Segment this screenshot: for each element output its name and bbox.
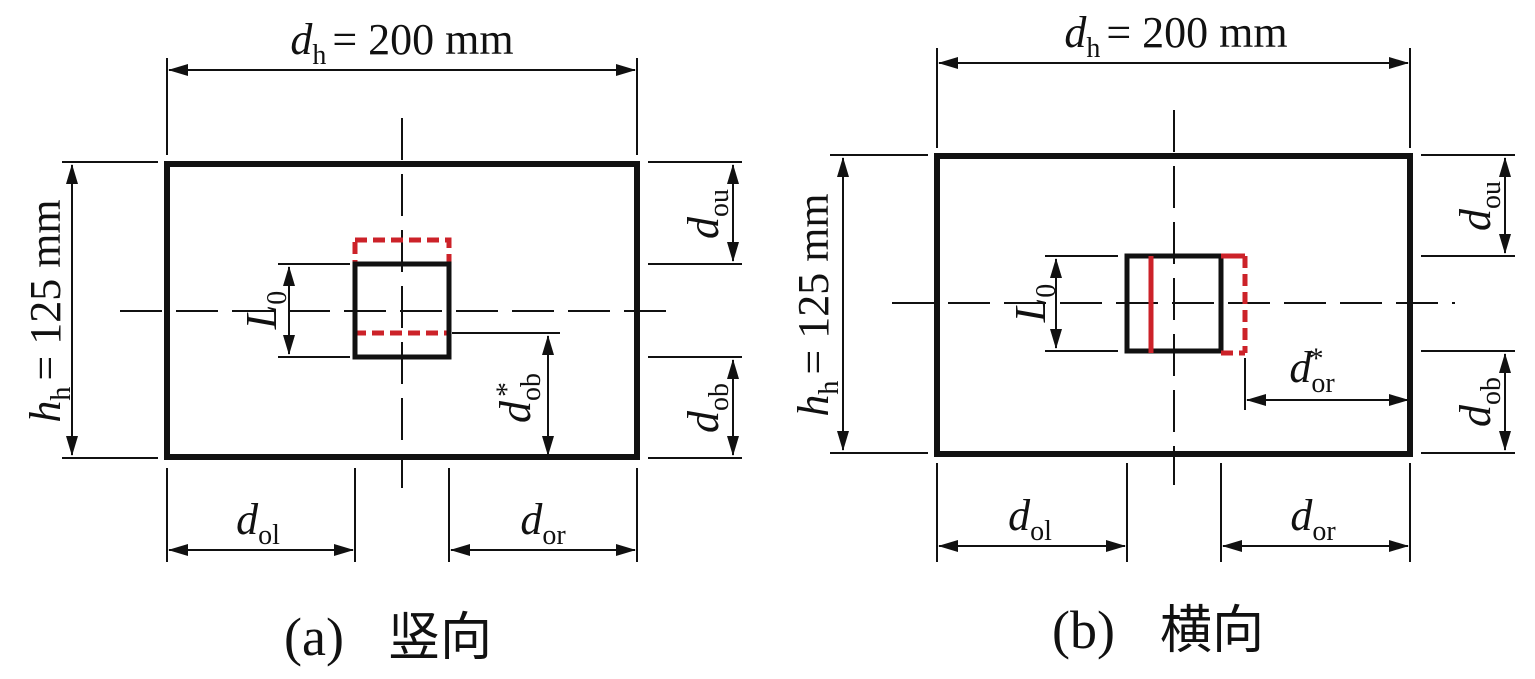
dim-dou-a: dou <box>648 161 742 265</box>
caption-b-prefix: (b) <box>1052 600 1115 660</box>
dh-label-b: dh= 200 mm <box>1064 8 1287 64</box>
dim-hh-b: hh= 125 mm <box>789 154 928 454</box>
caption-b: (b) 横向 <box>1052 600 1264 661</box>
dor-label-a: dor <box>520 495 566 551</box>
dim-L0-b: L0 <box>1006 255 1118 352</box>
L0-label-a: L0 <box>237 291 293 330</box>
dol-label-b: dol <box>1008 491 1052 547</box>
dob-label-b: dob <box>1451 377 1507 427</box>
dol-label-a: dol <box>236 495 280 551</box>
dim-bottom-a: dol dor <box>166 468 638 562</box>
dh-label-a: dh= 200 mm <box>290 15 513 71</box>
specimen-frame-b <box>934 153 1413 457</box>
dob-star-label-a: dob* <box>490 373 547 423</box>
caption-a-prefix: (a) <box>284 607 344 667</box>
dou-label-b: dou <box>1451 181 1507 231</box>
dob-label-a: dob <box>679 383 735 433</box>
hh-label-a: hh= 125 mm <box>21 199 77 422</box>
hh-label-b: hh= 125 mm <box>789 193 845 416</box>
dim-L0-a: L0 <box>237 263 350 358</box>
opening-a <box>352 261 452 360</box>
dim-dh-b: dh= 200 mm <box>936 8 1411 148</box>
specimen-frame-a <box>164 161 640 460</box>
dim-hh-a: hh= 125 mm <box>21 161 158 459</box>
dor-star-label-b: dor* <box>1289 342 1335 399</box>
panel-a: dh= 200 mm hh= 125 mm L0 dou <box>21 15 742 668</box>
dim-dh-a: dh= 200 mm <box>166 15 638 155</box>
dou-label-a: dou <box>679 189 735 239</box>
panel-b: dh= 200 mm hh= 125 mm L0 <box>789 8 1515 661</box>
dor-label-b: dor <box>1290 491 1336 547</box>
L0-label-b: L0 <box>1006 284 1062 323</box>
dim-dob-b: dob <box>1421 350 1515 454</box>
caption-b-text: 横向 <box>1160 601 1264 661</box>
dim-dob-star-a: dob* <box>452 332 560 456</box>
caption-a-text: 竖向 <box>388 608 492 668</box>
dim-dou-b: dou <box>1421 154 1515 257</box>
dim-dob-a: dob <box>648 356 742 459</box>
dim-dor-star-b: dor* <box>1244 342 1409 410</box>
dim-bottom-b: dol dor <box>936 463 1411 562</box>
opening-b <box>1124 253 1224 354</box>
caption-a: (a) 竖向 <box>284 607 492 668</box>
